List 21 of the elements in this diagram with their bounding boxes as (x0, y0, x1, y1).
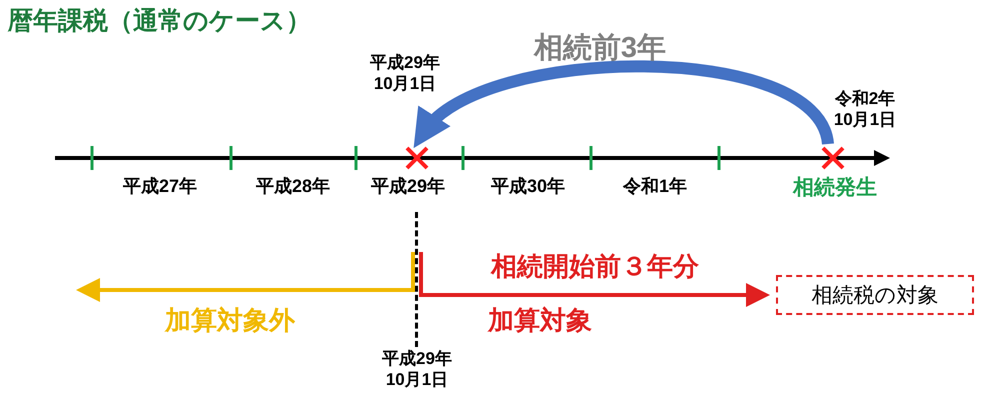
cross-mark (821, 146, 845, 170)
edge-label: 相続開始前３年分 (490, 250, 700, 282)
year-label: 平成27年 (122, 175, 198, 198)
arrow (419, 252, 770, 307)
year-label: 平成28年 (254, 175, 332, 198)
arrow (410, 60, 834, 146)
date-label: 平成29年 10月1日 (369, 52, 441, 94)
year-label: 平成30年 (490, 175, 566, 198)
arrow (76, 252, 415, 302)
event-label: 相続発生 (792, 175, 878, 201)
note-label: 加算対象 (486, 304, 593, 336)
edge-label: 加算対象外 (164, 304, 296, 336)
date-label: 令和2年 10月1日 (832, 88, 898, 130)
dashed-divider-line (415, 212, 418, 347)
title: 暦年課税（通常のケース） (8, 6, 312, 37)
year-label: 令和1年 (622, 175, 688, 198)
year-label: 平成29年 (370, 175, 446, 198)
edge-label: 相続前3年 (532, 31, 668, 66)
cross-mark (405, 146, 429, 170)
dashed-box: 相続税の対象 (776, 275, 974, 315)
date-label: 平成29年 10月1日 (381, 348, 453, 390)
